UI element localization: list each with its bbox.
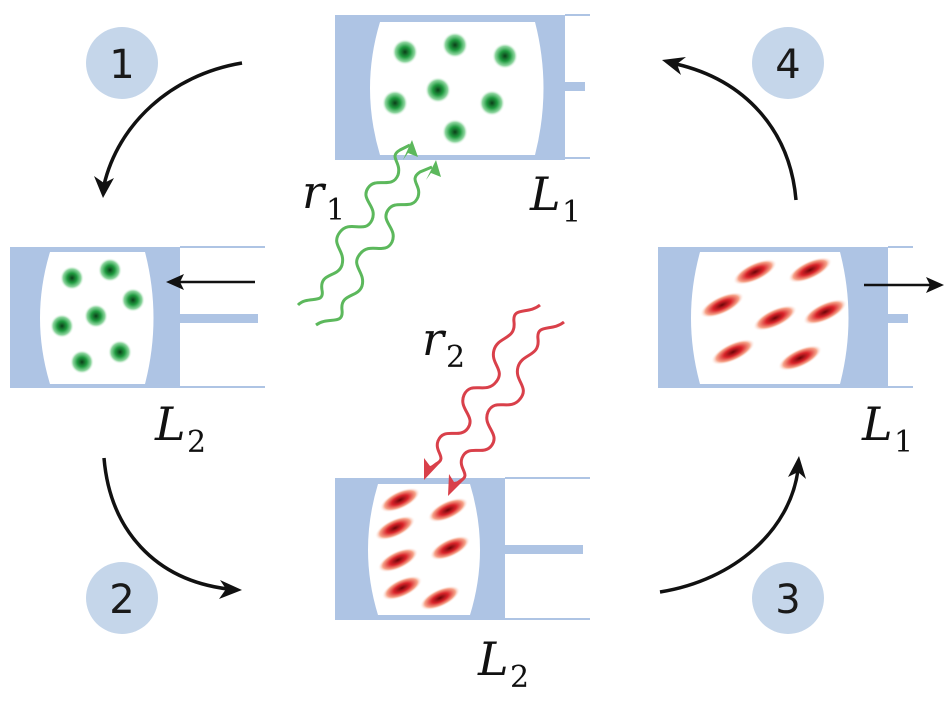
molecule [392,39,418,65]
wave [451,320,565,489]
molecule [442,32,468,58]
cycle-arrow-3 [659,456,806,594]
molecule [802,298,848,326]
wave [315,165,433,327]
label-r2: r 2 [422,312,465,375]
molecule [377,547,419,573]
molecule [121,288,145,312]
molecule [427,497,469,523]
molecule [787,256,833,284]
molecule [70,350,94,374]
label-subscript: 1 [326,193,345,228]
cylinder-bottom [335,477,590,620]
step-number: 4 [775,42,800,88]
piston-rod [505,545,583,554]
label-main: L [477,632,509,686]
molecule [752,304,798,332]
molecule [492,43,518,69]
step-number: 1 [109,42,134,88]
molecule [419,585,461,611]
piston-pull-arrow [864,277,944,293]
wave [427,303,541,472]
label-subscript: 2 [446,340,465,375]
label-main: r [422,312,447,366]
molecule [84,304,108,328]
molecule [710,338,756,366]
cylinder-left [10,246,265,388]
label-right-L1: L 1 [861,397,913,460]
label-top-L1: L 1 [529,167,581,230]
piston-push-arrow [166,274,255,290]
label-subscript: 1 [562,195,581,230]
molecule [442,119,468,145]
step-number: 3 [775,577,800,623]
piston-rod [565,82,585,91]
step-badge-4: 4 [752,27,824,99]
molecule [777,344,823,372]
molecule [699,291,745,319]
piston-rod [888,314,908,323]
step-badge-1: 1 [86,27,158,99]
step-badge-2: 2 [86,562,158,634]
cylinder-wall [335,478,505,620]
label-left-L2: L 2 [154,397,206,460]
molecule [374,515,416,541]
radiation-r2 [424,303,565,496]
label-main: L [154,397,186,451]
label-subscript: 1 [894,425,913,460]
molecule [732,258,778,286]
molecule [382,90,408,116]
cycle-arrow-2 [102,457,242,599]
label-r1: r 1 [302,165,345,228]
cycle-arrow-4 [662,57,798,201]
step-badge-3: 3 [752,562,824,634]
label-main: L [861,397,893,451]
label-bottom-L2: L 2 [477,632,529,695]
molecule [108,340,132,364]
cylinder-wall [10,247,180,388]
molecule [479,90,505,116]
molecule [60,266,84,290]
step-number: 2 [109,577,134,623]
cycle-arrow-1 [94,61,243,198]
molecule [429,535,471,561]
cylinder-wall [335,15,565,160]
molecule [379,487,421,513]
cylinder-wall [658,247,888,388]
molecule [98,258,122,282]
molecule [425,77,451,103]
molecule [381,575,423,601]
label-subscript: 2 [510,660,529,695]
wave [296,143,411,307]
cylinder-top [335,14,590,160]
piston-rod [180,314,258,323]
label-main: r [302,165,327,219]
label-subscript: 2 [187,425,206,460]
radiation-r1 [296,140,441,327]
cylinder-right [658,246,913,388]
molecule [50,314,74,338]
label-main: L [529,167,561,221]
